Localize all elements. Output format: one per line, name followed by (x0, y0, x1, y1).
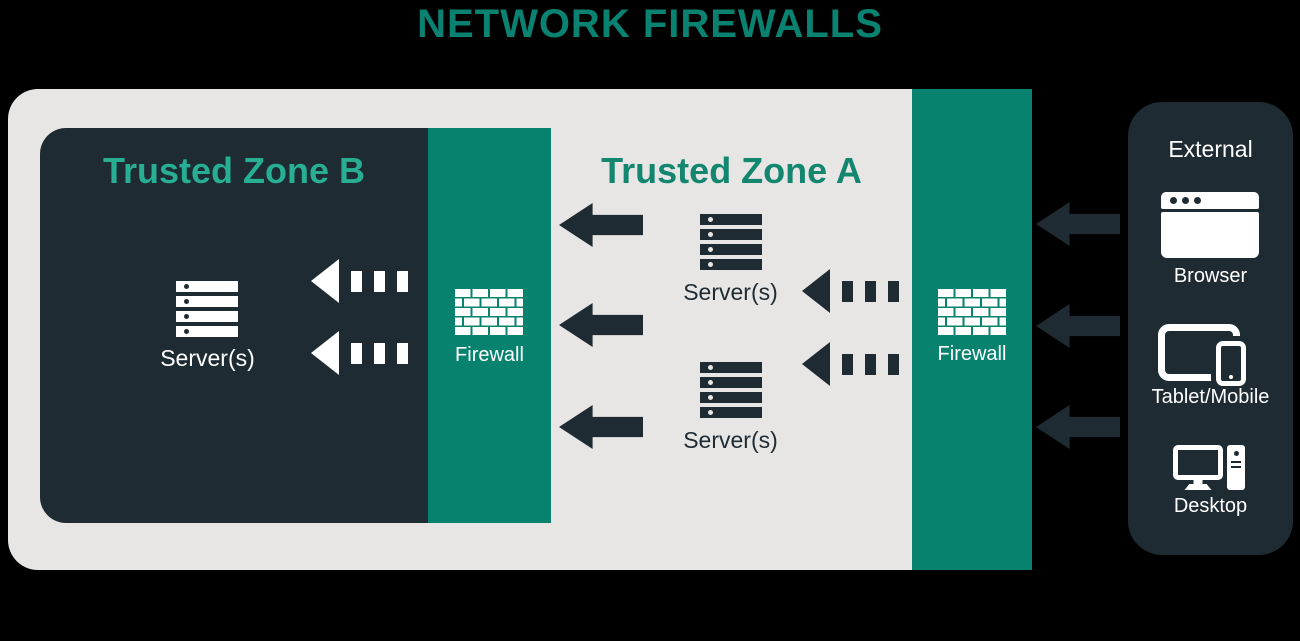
brick-wall-icon (938, 289, 1006, 335)
desktop-label: Desktop (1173, 495, 1248, 517)
zone-b-firewall-label: Firewall (455, 344, 524, 366)
solid-left-arrow-icon (1036, 304, 1120, 348)
tablet-mobile-label: Tablet/Mobile (1151, 386, 1270, 408)
firewall-band-perimeter (912, 89, 1032, 570)
perimeter-firewall-label: Firewall (937, 343, 1007, 365)
trusted-zone-b-title: Trusted Zone B (102, 150, 366, 191)
dashed-left-arrow-icon (802, 342, 899, 386)
dashed-left-arrow-icon (802, 269, 899, 313)
browser-icon (1161, 192, 1259, 258)
server-stack-icon (700, 362, 762, 418)
external-panel: External Browser Tablet/Mobile Desktop (1128, 102, 1293, 555)
solid-left-arrow-icon (1036, 405, 1120, 449)
brick-wall-icon (455, 289, 523, 335)
zone-a-server-bottom-label: Server(s) (683, 427, 778, 453)
trusted-zone-a-title: Trusted Zone A (601, 150, 862, 191)
tablet-mobile-icon (1158, 324, 1266, 386)
page-title: NETWORK FIREWALLS (417, 2, 883, 46)
zone-b-server-label: Server(s) (160, 345, 255, 371)
dashed-left-arrow-icon (311, 259, 408, 303)
solid-left-arrow-icon (1036, 202, 1120, 246)
desktop-icon (1173, 445, 1245, 495)
zone-a-server-top-label: Server(s) (683, 279, 778, 305)
dashed-left-arrow-icon (311, 331, 408, 375)
external-title: External (1168, 136, 1253, 162)
server-stack-icon (176, 281, 238, 337)
server-stack-icon (700, 214, 762, 270)
browser-label: Browser (1173, 265, 1248, 287)
